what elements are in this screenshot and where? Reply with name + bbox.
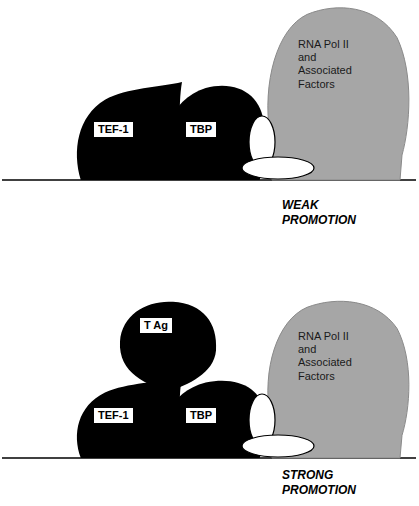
protein-label: TEF-1 [94,408,133,423]
complex-label: RNA Pol II and Associated Factors [298,38,366,91]
polymerase-complex: RNA Pol II and Associated Factors [262,2,412,180]
promotion-label: STRONG PROMOTION [282,468,368,498]
polymerase-complex: RNA Pol II and Associated Factors [262,296,412,458]
blob-outline [262,296,412,458]
protein-blob: T Ag [118,300,218,392]
protein-label: TEF-1 [94,122,133,137]
blob-outline [118,300,218,392]
protein-label: TBP [186,122,216,137]
blob-outline [262,2,412,180]
protein-label: T Ag [140,318,172,333]
promotion-label: WEAK PROMOTION [282,198,368,228]
complex-label: RNA Pol II and Associated Factors [298,330,366,383]
protein-label: TBP [186,408,216,423]
